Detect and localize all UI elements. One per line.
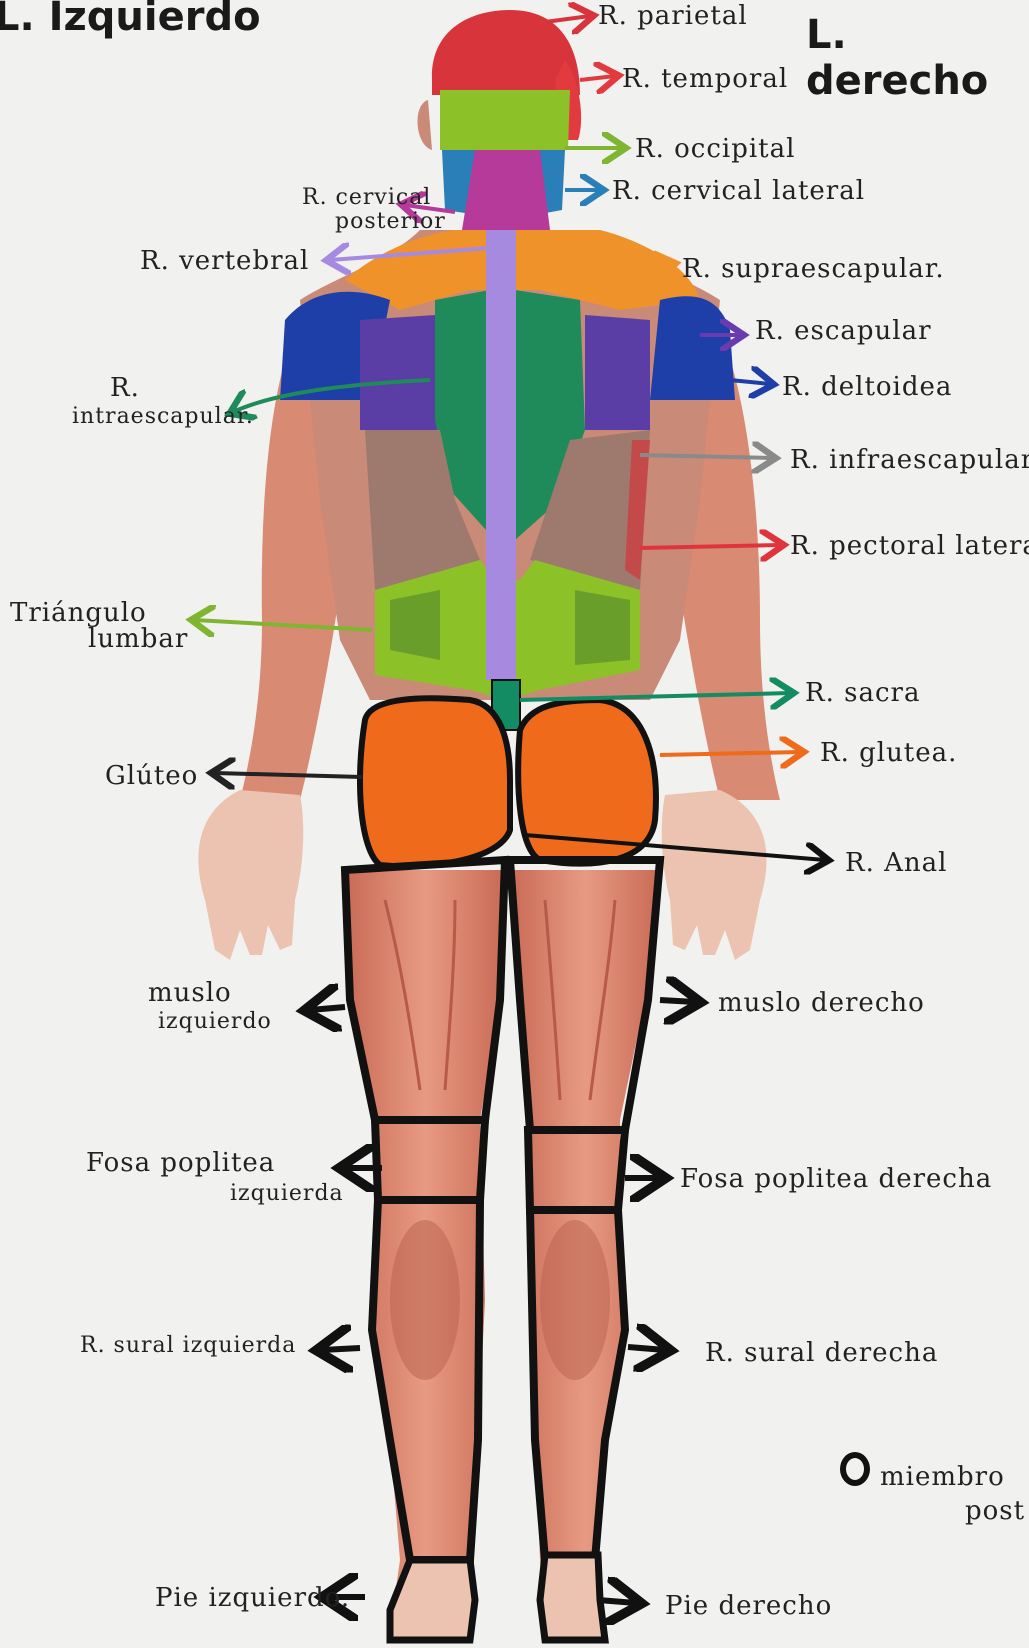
label-deltoidea: R. deltoidea bbox=[782, 374, 952, 401]
label-muslo-izq-line2: izquierdo bbox=[158, 1010, 272, 1033]
left-hand bbox=[198, 790, 303, 960]
region-pie-izq bbox=[390, 1560, 475, 1640]
arrow-gluteo bbox=[215, 773, 362, 777]
label-fosa-der: Fosa poplitea derecha bbox=[680, 1166, 992, 1193]
legend-line1: miembro bbox=[880, 1464, 1005, 1491]
label-sural-der: R. sural derecha bbox=[705, 1340, 938, 1367]
label-supraescapular: R. supraescapular. bbox=[682, 256, 945, 283]
label-muslo-der: muslo derecho bbox=[718, 990, 925, 1017]
arrow-glutea bbox=[660, 752, 800, 755]
region-deltoidea-r bbox=[650, 296, 735, 400]
label-vertebral: R. vertebral bbox=[140, 248, 309, 275]
label-sural-izq: R. sural izquierda bbox=[80, 1334, 296, 1357]
label-intraescapular-line2: intraescapular. bbox=[72, 405, 254, 428]
label-intraescapular-line1: R. bbox=[110, 375, 140, 402]
arrow-sural-der bbox=[628, 1347, 665, 1350]
label-triangulo-line2: lumbar bbox=[88, 626, 188, 653]
label-occipital: R. occipital bbox=[635, 136, 795, 163]
arrow-muslo-izq bbox=[310, 1007, 345, 1010]
arrow-parietal bbox=[545, 16, 590, 22]
label-pie-izq: Pie izquierdo. bbox=[155, 1585, 350, 1612]
label-glutea: R. glutea. bbox=[820, 740, 957, 767]
label-cervical-posterior-line2: posterior bbox=[335, 210, 446, 233]
legend-circle-icon bbox=[840, 1452, 870, 1486]
legend-line2: post bbox=[965, 1498, 1025, 1525]
region-pie-der bbox=[540, 1555, 605, 1640]
label-cervical-posterior-line1: R. cervical bbox=[302, 186, 431, 209]
region-glutea-l bbox=[360, 698, 510, 866]
region-vertebral bbox=[486, 230, 516, 680]
label-cervical-lateral: R. cervical lateral bbox=[612, 178, 865, 205]
label-temporal: R. temporal bbox=[622, 66, 788, 93]
right-hand bbox=[662, 790, 767, 960]
arrow-sural-izq bbox=[322, 1348, 360, 1350]
label-muslo-izq-line1: muslo bbox=[148, 980, 232, 1007]
region-escapular-l bbox=[360, 315, 440, 430]
label-pie-der: Pie derecho bbox=[665, 1593, 832, 1620]
label-parietal: R. parietal bbox=[598, 3, 748, 30]
arrow-pie-der bbox=[598, 1600, 636, 1603]
region-occipital bbox=[440, 90, 570, 150]
label-pectoral-lateral: R. pectoral lateral bbox=[790, 533, 1029, 560]
label-gluteo: Glúteo bbox=[105, 763, 198, 790]
label-anal: R. Anal bbox=[845, 850, 947, 877]
ear-left bbox=[417, 100, 432, 150]
label-escapular: R. escapular bbox=[755, 318, 932, 345]
label-infraescapular: R. infraescapular bbox=[790, 447, 1029, 474]
arrow-temporal bbox=[580, 76, 615, 80]
label-sacra: R. sacra bbox=[805, 680, 920, 707]
label-fosa-izq-line2: izquierda bbox=[230, 1182, 344, 1205]
label-fosa-izq-line1: Fosa poplitea bbox=[86, 1150, 275, 1177]
arrow-muslo-der bbox=[660, 1000, 695, 1002]
region-cervical-posterior bbox=[462, 150, 550, 230]
region-escapular-r bbox=[585, 315, 650, 430]
